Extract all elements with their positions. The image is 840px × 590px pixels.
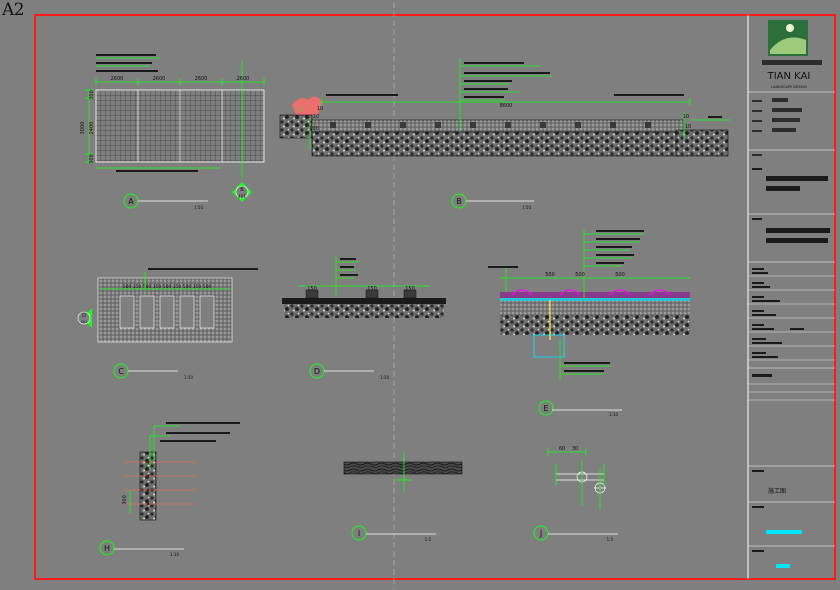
svg-text:500: 500: [203, 284, 212, 290]
svg-text:10: 10: [683, 114, 689, 120]
detail-i-plan: [343, 452, 463, 492]
detail-marker-b: B 1:50: [451, 193, 531, 210]
detail-scale: 1:5: [607, 537, 614, 542]
dim-a-side-2: 2400: [89, 122, 95, 135]
svg-text:500: 500: [143, 284, 152, 290]
title-block: TIAN KAI LANDSCAPE DESIGN: [747, 15, 835, 579]
detail-marker-letter: I: [358, 529, 360, 538]
detail-marker-d: D 1:50: [309, 363, 389, 380]
detail-marker-c: C 1:50: [113, 363, 193, 380]
svg-text:500: 500: [575, 272, 585, 278]
svg-text:30: 30: [572, 446, 578, 452]
dim-a-top-3: 2600: [195, 76, 208, 82]
detail-marker-letter: J: [539, 529, 542, 538]
detail-b-section: 8600 10 10 100 10 10: [279, 58, 730, 157]
detail-marker-e: E 1:10: [538, 400, 618, 417]
dim-a-top-1: 2600: [111, 76, 124, 82]
svg-text:150: 150: [405, 286, 415, 292]
svg-text:10: 10: [317, 106, 323, 112]
dim-a-side-3: 300: [89, 90, 95, 100]
svg-text:B: B: [240, 187, 244, 193]
svg-text:D: D: [82, 313, 86, 319]
svg-text:100: 100: [309, 126, 319, 132]
svg-text:401: 401: [238, 194, 246, 199]
detail-marker-h: H 1:10: [99, 540, 179, 557]
svg-text:500: 500: [163, 284, 172, 290]
detail-h-plan: 300: [122, 422, 240, 521]
dim-a-side-4: 300: [89, 154, 95, 164]
detail-marker-j: J 1:5: [533, 525, 614, 542]
title-underlines: [114, 200, 622, 550]
company-subtitle: LANDSCAPE DESIGN: [771, 85, 807, 89]
svg-text:60: 60: [559, 446, 565, 452]
detail-e-section: 500 500 500: [488, 230, 690, 380]
drawing-stage: 施工图: [768, 487, 786, 495]
detail-a-plan: 2600 2600 2600 2600 3000 2400 300 300 B …: [80, 54, 265, 202]
dim-b-span: 8600: [500, 103, 513, 109]
svg-text:150: 150: [153, 284, 162, 290]
svg-text:500: 500: [183, 284, 192, 290]
detail-c-plan: 500 150 500 150 500 150 500 150 500 D 40…: [77, 268, 258, 343]
svg-text:500: 500: [123, 284, 132, 290]
detail-scale: 1:50: [380, 375, 389, 380]
svg-text:10: 10: [313, 114, 319, 120]
detail-marker-letter: B: [456, 197, 462, 206]
detail-scale: 1:50: [522, 205, 531, 210]
svg-text:150: 150: [193, 284, 202, 290]
detail-d-section: 150 150 150: [282, 256, 446, 318]
detail-j-plan: 60 30: [547, 446, 606, 510]
detail-scale: 1:10: [170, 552, 179, 557]
detail-scale: 1:50: [184, 375, 193, 380]
svg-text:500: 500: [615, 272, 625, 278]
svg-text:150: 150: [307, 286, 317, 292]
detail-marker-a: A 1:50: [123, 193, 203, 210]
svg-text:150: 150: [133, 284, 142, 290]
detail-marker-letter: D: [314, 367, 320, 376]
detail-scale: 1:10: [609, 412, 618, 417]
svg-text:150: 150: [173, 284, 182, 290]
svg-text:10: 10: [685, 124, 691, 130]
detail-marker-letter: C: [118, 367, 124, 376]
company-name-en: TIAN KAI: [767, 71, 811, 82]
drawing-number-highlight: [766, 530, 802, 534]
red-sheet-frame: [34, 14, 836, 580]
svg-text:150: 150: [367, 286, 377, 292]
dim-a-side-1: 3000: [80, 122, 86, 135]
section-marker-b: B 401: [232, 182, 252, 202]
dim-a-top-4: 2600: [237, 76, 250, 82]
svg-text:300: 300: [122, 495, 128, 505]
dim-a-top-2: 2600: [153, 76, 166, 82]
svg-text:500: 500: [545, 272, 555, 278]
sheet-size-label: A2: [2, 0, 25, 20]
detail-scale: 1:5: [425, 537, 432, 542]
detail-marker-letter: E: [543, 404, 548, 413]
section-marker-d: D 401: [77, 308, 92, 328]
detail-marker-i: I 1:5: [351, 525, 432, 542]
detail-marker-letter: H: [104, 544, 110, 553]
sheet-number-highlight: [776, 564, 790, 568]
svg-text:401: 401: [81, 320, 88, 324]
detail-marker-letter: A: [128, 197, 134, 206]
detail-scale: 1:50: [194, 205, 203, 210]
